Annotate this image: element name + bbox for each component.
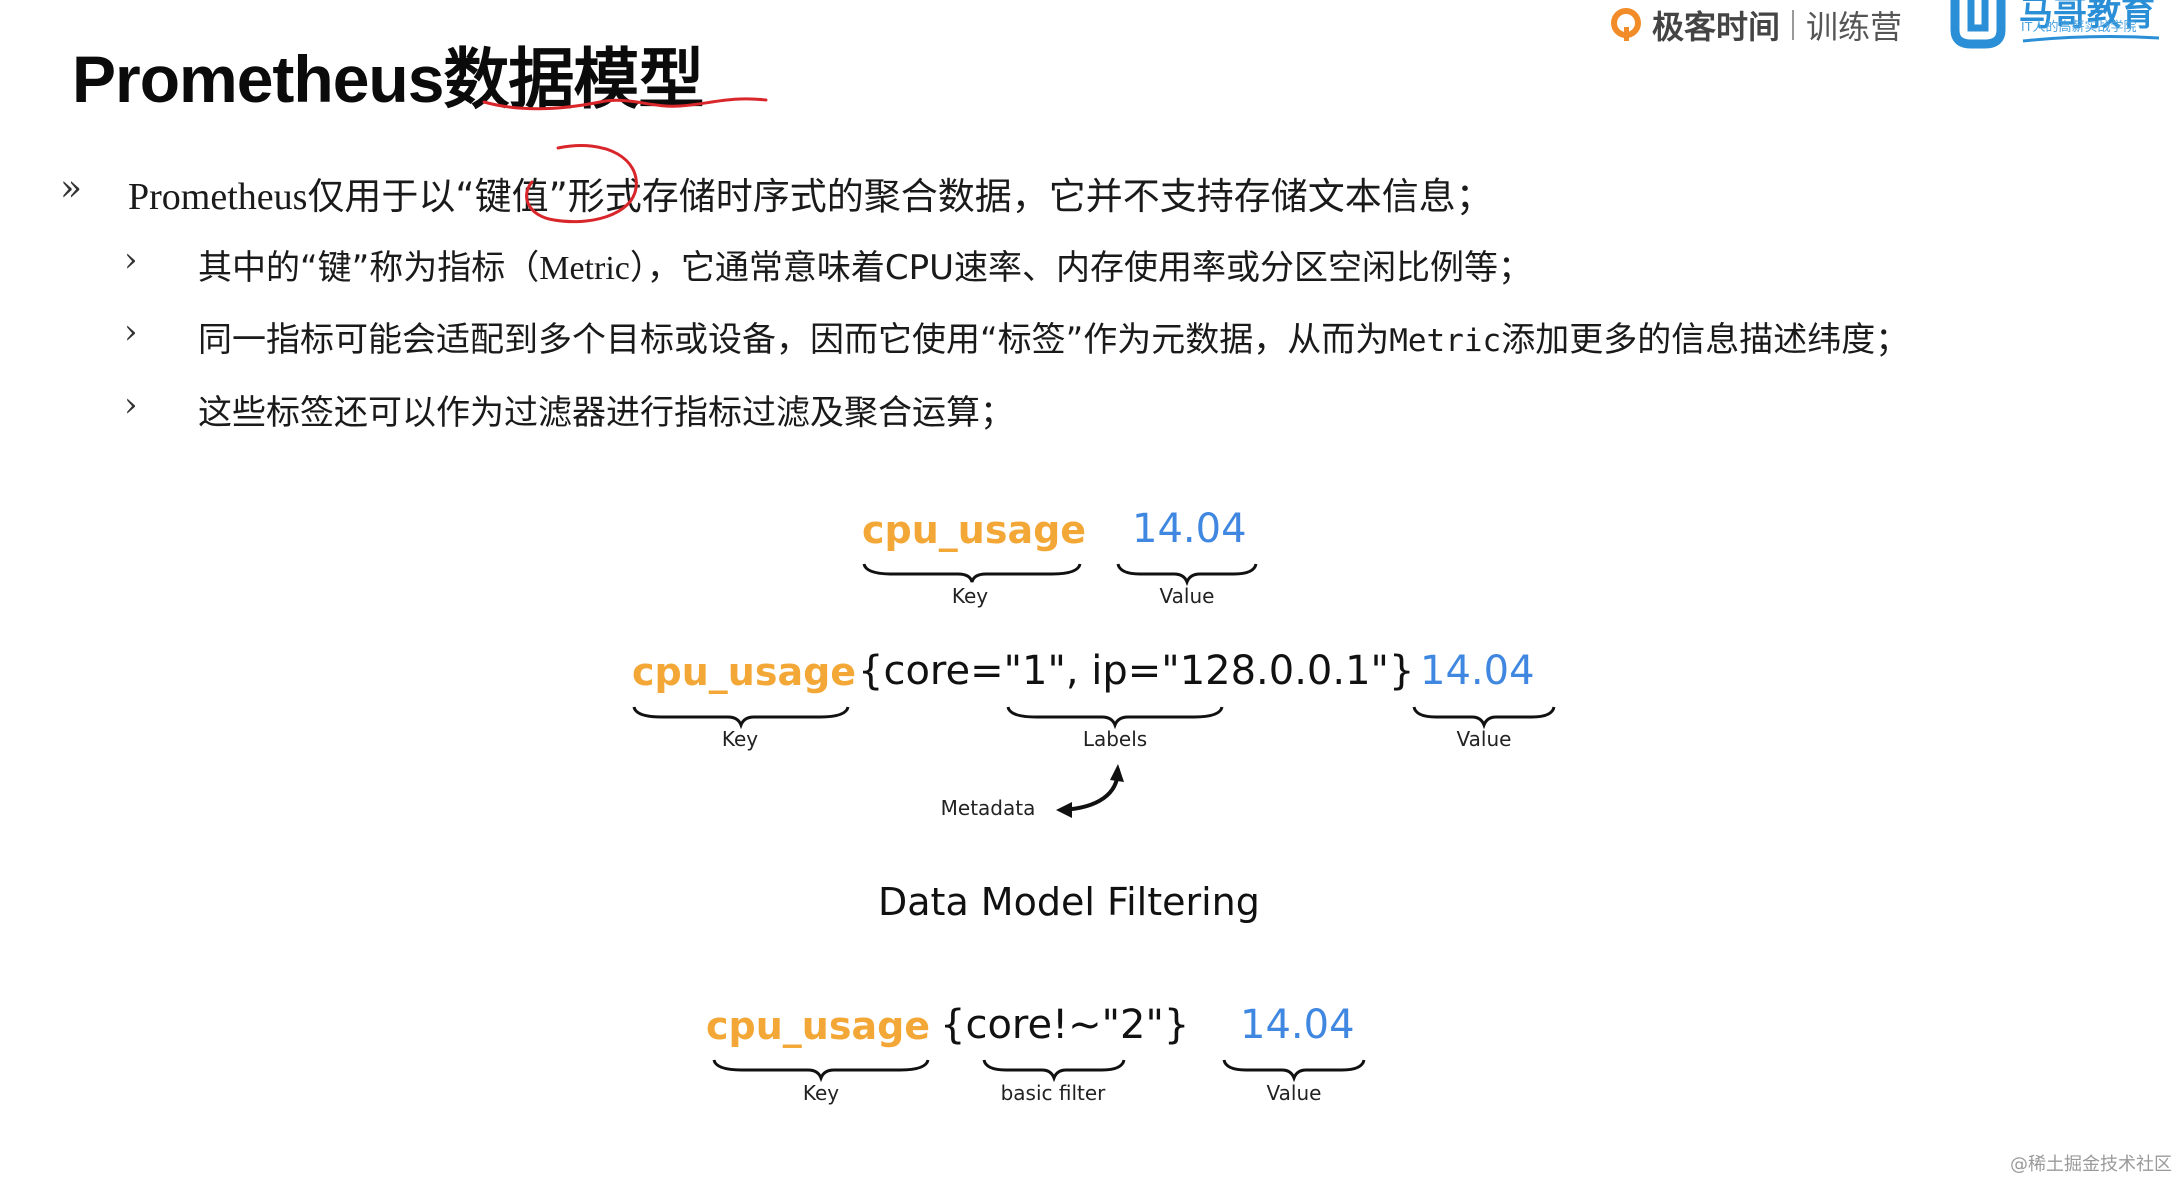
mage-name: 马哥教育 <box>2019 0 2155 33</box>
row3-value-caption: Value <box>1266 1081 1322 1105</box>
sub-bullet-marker: › <box>124 312 138 352</box>
row1-key-brace <box>862 563 1082 583</box>
geektime-name: 极客时间 <box>1652 9 1781 45</box>
metadata-caption: Metadata <box>940 796 1036 820</box>
row2-labels-caption: Labels <box>1082 727 1148 751</box>
sub-bullet-1-term: Metric <box>539 250 630 287</box>
bullet-main-text-2: ”形式存储时序式的聚合数据，它并不支持存储文本信息； <box>548 175 1493 218</box>
row3-key: cpu_usage <box>706 1004 931 1048</box>
sub-bullet-3: 这些标签还可以作为过滤器进行指标过滤及聚合运算； <box>198 385 1014 434</box>
sub-bullet-2-text-c: 添加更多的信息描述纬度； <box>1501 320 1910 360</box>
mage-slogan: IT人的高薪实战学院 <box>2021 19 2137 34</box>
row2-key: cpu_usage <box>632 650 857 694</box>
bullet-main-keyword: 键值 <box>474 175 549 218</box>
row1-key: cpu_usage <box>862 508 1087 552</box>
row3-filter-brace <box>982 1059 1126 1083</box>
row3-value-brace <box>1222 1059 1366 1083</box>
mage-brand: 马哥教育 IT人的高薪实战学院 <box>1945 0 2165 52</box>
row3-key-brace <box>712 1059 930 1083</box>
row2-value-brace <box>1412 706 1556 730</box>
bullet-main-term: Prometheus <box>128 176 308 218</box>
sub-bullet-2-text-a: 同一指标可能会适配到多个目标或设备，因而它使用“标签”作为元数据，从而为 <box>198 320 1390 360</box>
row1-value-brace <box>1116 563 1258 587</box>
sub-bullet-2: 同一指标可能会适配到多个目标或设备，因而它使用“标签”作为元数据，从而为Metr… <box>198 312 1909 361</box>
sub-bullet-marker: › <box>124 240 138 280</box>
row1-value-caption: Value <box>1159 584 1215 608</box>
keyword-circle-annotation <box>525 144 638 224</box>
bullet-main-text-1: 仅用于以“ <box>307 175 475 218</box>
brand-separator <box>1792 10 1795 40</box>
metadata-arrow <box>1056 764 1124 818</box>
mage-underline <box>2022 35 2160 43</box>
sub-bullet-1-text-a: 其中的“键”称为指标（ <box>198 248 540 288</box>
camp-name: 训练营 <box>1806 9 1903 45</box>
row2-value: 14.04 <box>1420 648 1535 694</box>
geektime-brand: 极客时间 训练营 <box>1608 0 1902 50</box>
row3-filter-caption: basic filter <box>1000 1081 1106 1105</box>
sub-bullet-marker: › <box>124 385 138 425</box>
bullet-main: Prometheus仅用于以“键值”形式存储时序式的聚合数据，它并不支持存储文本… <box>128 166 1493 220</box>
title-underline-annotation <box>482 97 768 111</box>
row1-key-caption: Key <box>951 584 989 608</box>
row3-filter: {core!~"2"} <box>940 1002 1190 1048</box>
bullet-marker: » <box>60 168 83 209</box>
row1-value: 14.04 <box>1132 506 1247 552</box>
sub-bullet-1: 其中的“键”称为指标（Metric），它通常意味着CPU速率、内存使用率或分区空… <box>198 240 1532 289</box>
row2-labels-brace <box>1006 706 1224 730</box>
mage-logo-icon <box>1950 0 2006 49</box>
row2-key-brace <box>632 706 850 730</box>
sub-bullet-1-text-c: ），它通常意味着CPU速率、内存使用率或分区空闲比例等； <box>629 248 1533 288</box>
row3-value: 14.04 <box>1240 1002 1355 1048</box>
filtering-heading: Data Model Filtering <box>878 880 1260 924</box>
row3-key-caption: Key <box>802 1081 840 1105</box>
sub-bullet-2-term: Metric <box>1389 323 1502 359</box>
row2-labels: {core="1", ip="128.0.0.1"} <box>858 648 1415 694</box>
sub-bullet-3-text-a: 这些标签还可以作为过滤器进行指标过滤及聚合运算； <box>198 393 1014 433</box>
row2-key-caption: Key <box>721 727 759 751</box>
row2-value-caption: Value <box>1456 727 1512 751</box>
geektime-logo-icon <box>1611 8 1641 41</box>
watermark: @稀土掘金技术社区 <box>2010 1154 2172 1175</box>
